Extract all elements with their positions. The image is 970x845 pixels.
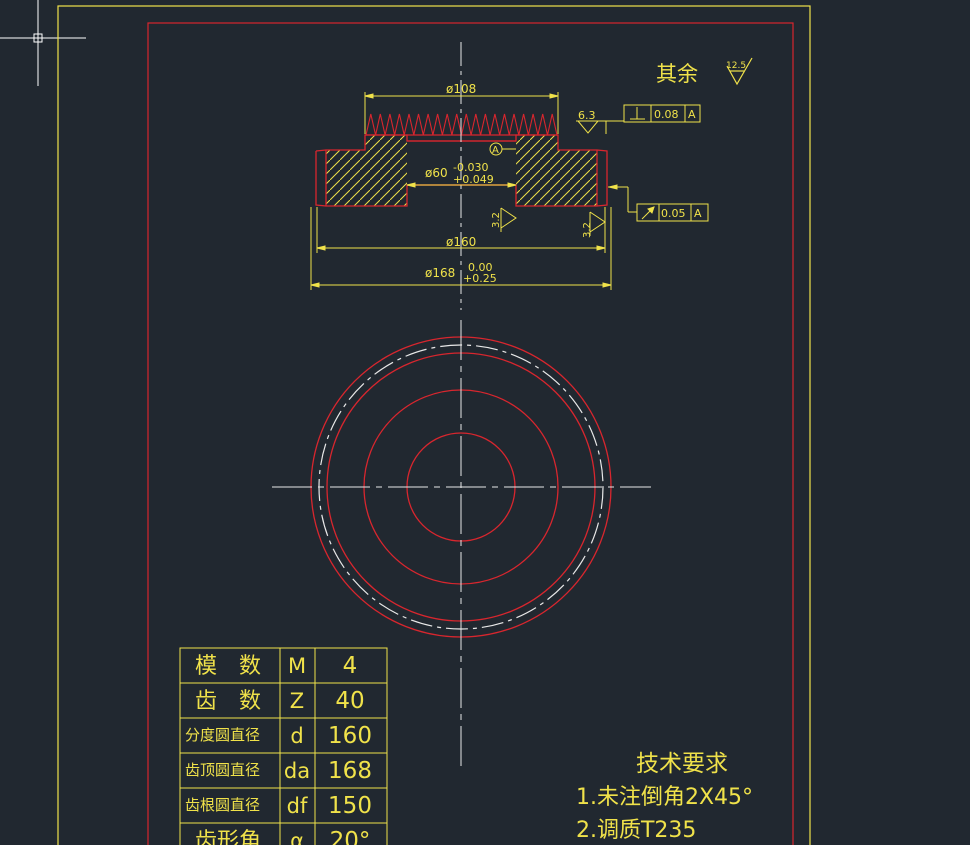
params-row-value: 150 xyxy=(328,793,372,819)
dim-d60-upper: -0.030 xyxy=(453,161,488,174)
params-row-value: 40 xyxy=(335,688,364,714)
dim-d160-text: ø160 xyxy=(446,235,476,249)
params-row-value: 4 xyxy=(343,653,358,679)
perpendicularity-datum: A xyxy=(688,108,696,121)
roughness-other-value: 12.5 xyxy=(726,61,746,71)
dim-d168 xyxy=(310,207,612,290)
datum-a-label: A xyxy=(492,145,499,156)
params-row-symbol: df xyxy=(287,794,308,818)
datum-a-marker xyxy=(489,142,516,156)
roughness-6-3 xyxy=(576,120,624,134)
params-row-name: 齿 数 xyxy=(195,689,261,714)
perpendicularity-fcf xyxy=(623,104,701,123)
params-table: 模 数 M 4 齿 数 Z 40 分度圆直径 d 160 齿顶圆直径 da 168 齿根圆直径 df 150… xyxy=(179,647,388,845)
outer-frame xyxy=(57,5,811,845)
params-row-name: 齿形角 xyxy=(195,829,261,845)
params-row-name: 齿根圆直径 xyxy=(185,796,260,814)
params-row-symbol: d xyxy=(290,724,303,748)
runout-datum: A xyxy=(694,207,702,220)
dim-d60-lower: +0.049 xyxy=(453,173,494,186)
dim-d108-text: ø108 xyxy=(446,82,476,96)
roughness-other-label: 其余 xyxy=(656,62,698,86)
roughness-6-3-value: 6.3 xyxy=(578,109,596,122)
params-row-name: 模 数 xyxy=(195,654,261,679)
runout-value: 0.05 xyxy=(661,207,686,220)
dim-d60 xyxy=(406,182,517,188)
roughness-3-2-right-value: 3.2 xyxy=(582,222,593,238)
perpendicularity-value: 0.08 xyxy=(654,108,679,121)
tech-requirement-2: 2.调质T235 xyxy=(576,818,696,843)
roughness-3-2-left xyxy=(500,207,517,232)
roughness-symbol xyxy=(726,57,753,86)
section-view xyxy=(315,42,608,310)
dim-d168-lower: +0.25 xyxy=(463,272,497,285)
dim-d160 xyxy=(316,207,606,253)
params-row-value: 20° xyxy=(330,828,371,845)
tech-requirements: 技术要求 1.未注倒角2X45° 2.调质T235 xyxy=(576,751,753,843)
tech-requirements-title: 技术要求 xyxy=(636,751,728,777)
runout-fcf xyxy=(608,184,709,222)
dim-d108 xyxy=(364,92,559,134)
params-row-symbol: M xyxy=(288,654,306,678)
dim-d60-text: ø60 xyxy=(425,166,448,180)
inner-frame xyxy=(147,22,794,845)
params-row-value: 160 xyxy=(328,723,372,749)
front-view xyxy=(272,320,651,770)
tech-requirement-1: 1.未注倒角2X45° xyxy=(576,785,753,810)
dim-d168-text: ø168 xyxy=(425,266,455,280)
hatch-left xyxy=(326,135,407,206)
params-row-name: 分度圆直径 xyxy=(185,726,260,744)
params-row-symbol: Z xyxy=(290,689,304,713)
cursor-crosshair xyxy=(0,0,86,86)
params-row-symbol: α xyxy=(290,829,304,845)
params-row-value: 168 xyxy=(328,758,372,784)
hatch-right xyxy=(516,135,597,206)
roughness-3-2-left-value: 3.2 xyxy=(491,212,502,228)
dim-d168-upper: 0.00 xyxy=(468,261,493,274)
params-row-symbol: da xyxy=(284,759,310,783)
params-row-name: 齿顶圆直径 xyxy=(185,761,260,779)
roughness-other-note: 其余 12.5 xyxy=(656,57,753,86)
